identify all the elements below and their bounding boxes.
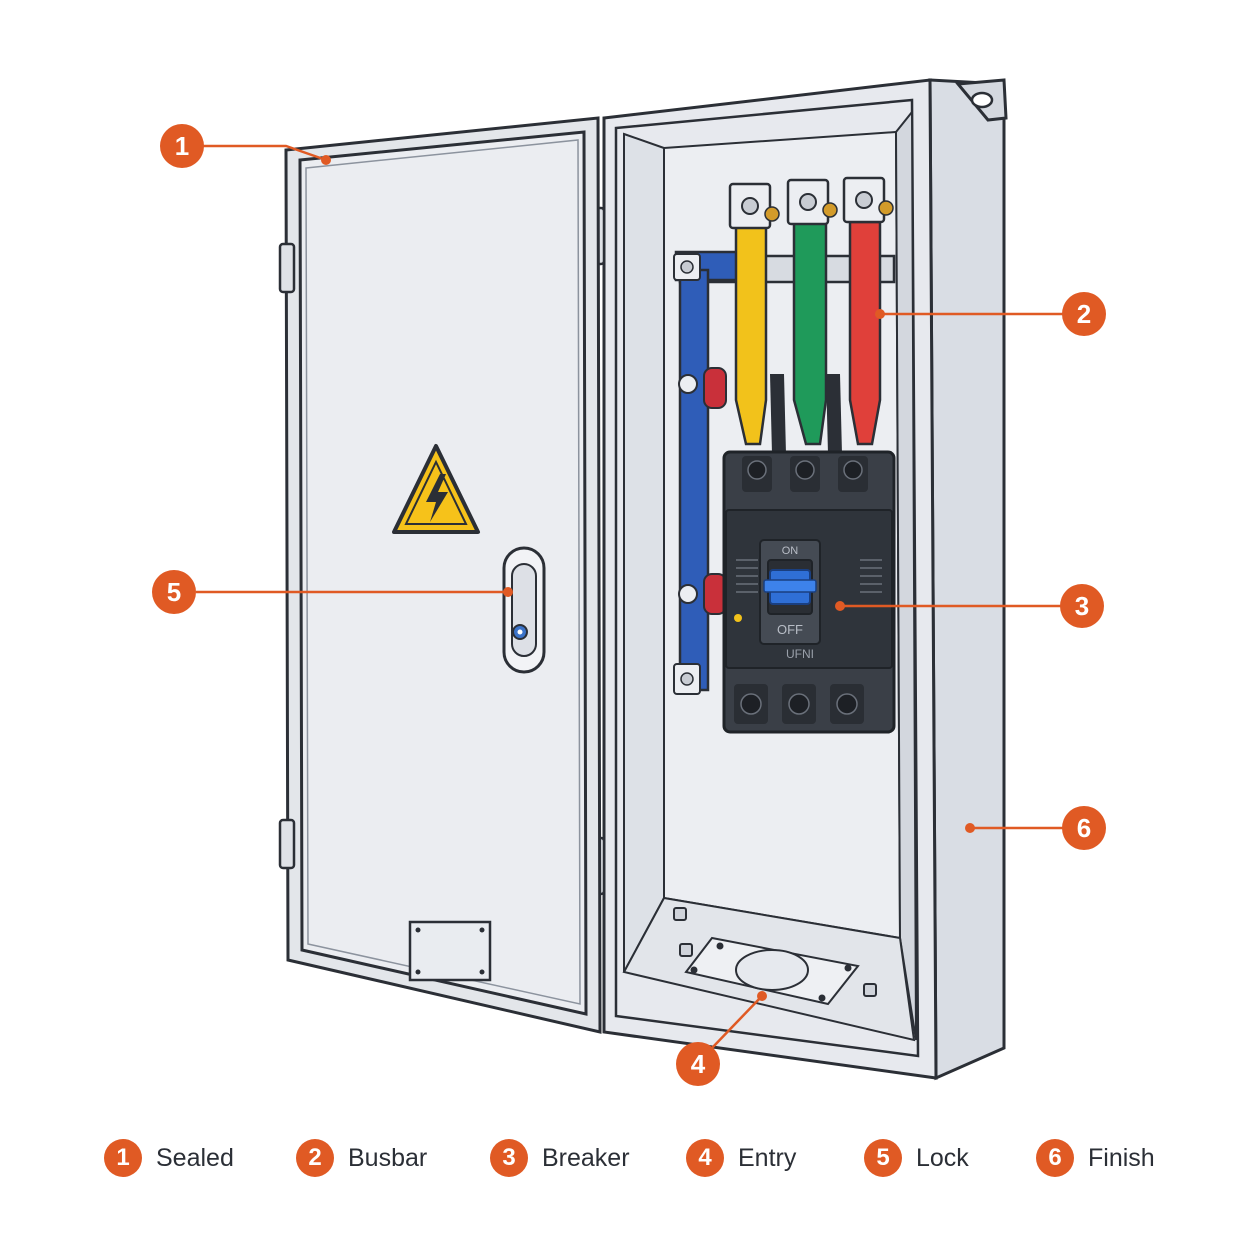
breaker-top-terminals — [742, 456, 868, 492]
callout-3-breaker: 3 — [835, 584, 1104, 628]
breaker-brand: UFNI — [786, 647, 814, 661]
door-lock-icon[interactable] — [502, 546, 546, 674]
breaker-toggle-switch[interactable] — [763, 559, 817, 615]
legend-badge: 5 — [864, 1139, 902, 1177]
legend-badge: 2 — [296, 1139, 334, 1177]
terminal-lugs — [770, 374, 842, 454]
svg-text:1: 1 — [175, 131, 189, 161]
callout-6-finish: 6 — [965, 806, 1106, 850]
callout-4-entry: 4 — [676, 991, 767, 1086]
door-nameplate — [408, 920, 492, 982]
svg-text:3: 3 — [1075, 591, 1089, 621]
busbar-phase-l2 — [786, 178, 838, 446]
legend-label: Finish — [1088, 1143, 1155, 1172]
svg-text:5: 5 — [167, 577, 181, 607]
legend-label: Lock — [916, 1143, 969, 1172]
legend-badge: 3 — [490, 1139, 528, 1177]
enclosure-side-panel — [928, 78, 1006, 1081]
legend-label: Entry — [738, 1143, 797, 1172]
legend-item-lock: 5 Lock — [864, 1130, 969, 1186]
legend-item-breaker: 3 Breaker — [490, 1130, 630, 1186]
floor-bolts — [673, 907, 877, 997]
busbar-assembly — [673, 176, 896, 695]
breaker-off-label: OFF — [777, 622, 803, 637]
circuit-breaker: ON OFF UFNI — [722, 450, 896, 734]
enclosure-door[interactable] — [278, 116, 602, 1034]
callout-5-lock: 5 — [152, 570, 513, 614]
busbar-phase-l1 — [728, 182, 780, 446]
legend-label: Busbar — [348, 1143, 428, 1172]
cable-entry-knockout — [735, 949, 809, 991]
legend-item-sealed: 1 Sealed — [104, 1130, 234, 1186]
legend: 1 Sealed 2 Busbar 3 Breaker 4 Entry 5 Lo… — [0, 1130, 1254, 1186]
legend-item-finish: 6 Finish — [1036, 1130, 1155, 1186]
svg-text:6: 6 — [1077, 813, 1091, 843]
legend-badge: 1 — [104, 1139, 142, 1177]
hinge-icon — [278, 242, 296, 870]
callout-1-sealed: 1 — [160, 124, 331, 168]
legend-item-busbar: 2 Busbar — [296, 1130, 427, 1186]
busbar-phase-l3 — [842, 176, 894, 446]
legend-label: Sealed — [156, 1143, 234, 1172]
cable-entry-plate — [684, 936, 860, 1006]
callout-2-busbar: 2 — [875, 292, 1106, 336]
breaker-on-label: ON — [782, 545, 799, 557]
svg-text:2: 2 — [1077, 299, 1091, 329]
svg-text:4: 4 — [691, 1049, 706, 1079]
legend-badge: 6 — [1036, 1139, 1074, 1177]
breaker-bottom-terminals — [734, 684, 864, 724]
door-gasket — [298, 130, 588, 1016]
legend-label: Breaker — [542, 1143, 630, 1172]
legend-badge: 4 — [686, 1139, 724, 1177]
legend-item-entry: 4 Entry — [686, 1130, 796, 1186]
breaker-status-indicator — [734, 614, 742, 622]
high-voltage-warning-icon — [392, 444, 480, 534]
